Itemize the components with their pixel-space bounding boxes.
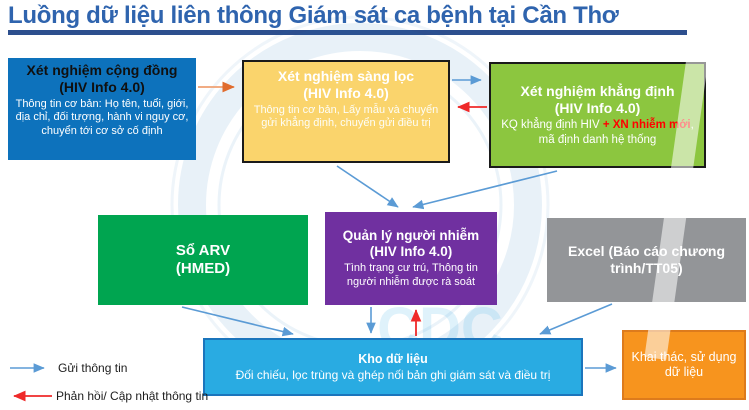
page-title: Luồng dữ liệu liên thông Giám sát ca bện… (8, 2, 619, 29)
arrow-confirm-to-manage (412, 170, 558, 210)
node-title: Quản lý người nhiễm (342, 227, 480, 243)
node-title: Excel (Báo cáo chương trình/TT05) (567, 243, 726, 276)
node-title: Xét nghiệm sàng lọc (277, 68, 415, 84)
node-title: Khai thác, sử dụng dữ liệu (631, 350, 737, 379)
node-title: Xét nghiệm cộng đồng (26, 62, 178, 78)
arrow-arv-to-warehouse (181, 306, 294, 337)
node-body: Thông tin cơ bản: Họ tên, tuổi, giới, đị… (15, 97, 189, 138)
node-body: Tình trạng cư trú, Thông tin người nhiễm… (344, 261, 478, 288)
node-body: Thông tin cơ bản, Lấy mẫu và chuyển gửi … (253, 103, 439, 130)
node-subtitle: (HIV Info 4.0) (369, 243, 453, 259)
legend-send-label: Gửi thông tin (58, 361, 128, 375)
node-community-testing: Xét nghiệm cộng đồng (HIV Info 4.0) Thôn… (8, 58, 196, 160)
node-title: Kho dữ liệu (358, 351, 428, 366)
node-confirmatory-testing: Xét nghiệm khẳng định (HIV Info 4.0) KQ … (489, 62, 706, 168)
node-arv-register: Sổ ARV (HMED) (98, 215, 308, 305)
node-subtitle: (HMED) (175, 260, 231, 277)
node-body: Đối chiếu, lọc trùng và ghép nối bản ghi… (235, 367, 551, 382)
node-case-management: Quản lý người nhiễm (HIV Info 4.0) Tình … (325, 212, 497, 305)
node-excel-report: Excel (Báo cáo chương trình/TT05) (547, 218, 746, 302)
node-data-usage: Khai thác, sử dụng dữ liệu (622, 330, 746, 400)
node-title: Sổ ARV (175, 242, 231, 259)
node-body-pre: KQ khẳng định HIV (501, 119, 603, 132)
arrow-excel-to-warehouse (539, 303, 613, 335)
node-subtitle: (HIV Info 4.0) (59, 78, 145, 95)
arrow-screening-to-manage (336, 165, 399, 208)
title-underline (8, 30, 687, 35)
node-body-highlight: + XN nhiễm mới (602, 119, 691, 132)
node-screening-testing: Xét nghiệm sàng lọc (HIV Info 4.0) Thông… (242, 60, 450, 163)
node-subtitle: (HIV Info 4.0) (554, 99, 641, 116)
node-subtitle: (HIV Info 4.0) (303, 84, 389, 101)
node-data-warehouse: Kho dữ liệu Đối chiếu, lọc trùng và ghép… (203, 338, 583, 396)
node-title: Xét nghiệm khẳng định (520, 82, 675, 99)
node-body: KQ khẳng định HIV + XN nhiễm mới, mã địn… (497, 118, 698, 147)
legend-feedback-label: Phản hồi/ Cập nhật thông tin (56, 389, 209, 403)
